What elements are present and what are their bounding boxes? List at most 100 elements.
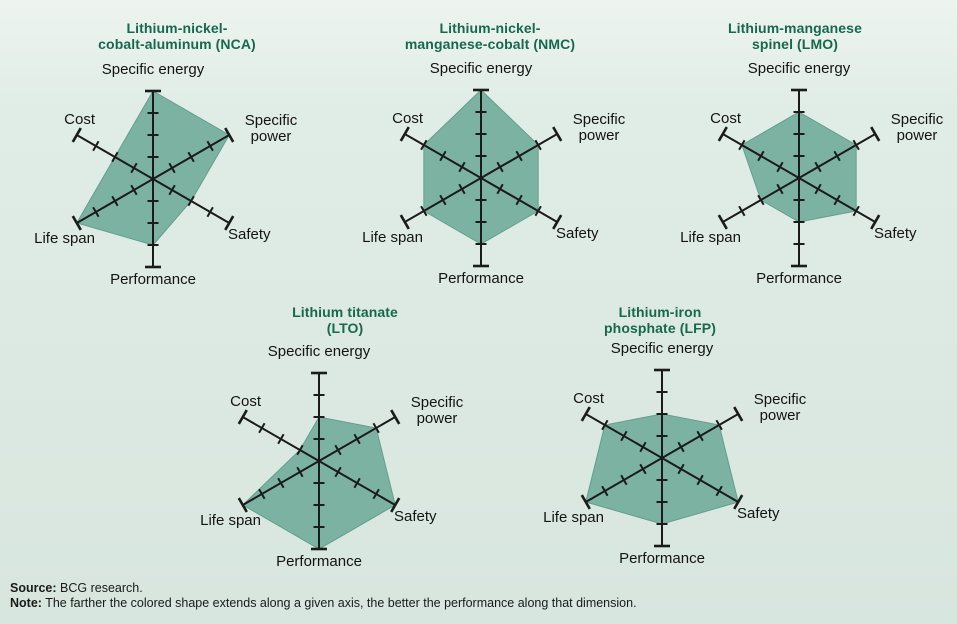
radar-axis-tick bbox=[130, 162, 138, 174]
axis-label-performance: Performance bbox=[619, 550, 705, 567]
radar-axis-endcap bbox=[71, 215, 82, 231]
chart-title-nca: Lithium-nickel- cobalt-aluminum (NCA) bbox=[47, 20, 307, 52]
radar-axis-tick bbox=[757, 194, 765, 206]
axis-label-safety: Safety bbox=[394, 508, 437, 525]
radar-axis-tick bbox=[353, 477, 361, 489]
radar-chart-lto: Specific energy Specific power Safety Pe… bbox=[200, 344, 463, 571]
chart-title-line: spinel (LMO) bbox=[752, 36, 838, 52]
chart-title-line: manganese-cobalt (NMC) bbox=[404, 36, 576, 52]
radar-chart-lfp: Specific energy Specific power Safety Pe… bbox=[543, 341, 806, 568]
axis-label-life-span: Life span bbox=[362, 229, 423, 246]
radar-axis-tick bbox=[814, 183, 822, 195]
chart-title-line: Lithium-manganese bbox=[728, 20, 862, 36]
radar-axis-tick bbox=[372, 488, 380, 500]
radar-axis-tick bbox=[277, 433, 285, 445]
chart-title-lfp: Lithium-iron phosphate (LFP) bbox=[530, 304, 790, 336]
radar-axis-tick bbox=[814, 161, 822, 173]
radar-axis-tick bbox=[334, 444, 342, 456]
radar-axis-endcap bbox=[580, 494, 591, 510]
chart-title-line: cobalt-aluminum (NCA) bbox=[98, 36, 256, 52]
radar-axis-tick bbox=[258, 422, 266, 434]
radar-axis-tick bbox=[852, 139, 860, 151]
chart-title-line: Lithium-nickel- bbox=[126, 20, 228, 36]
source-text: BCG research. bbox=[56, 581, 143, 595]
axis-label-performance: Performance bbox=[110, 271, 196, 288]
radar-axis-tick bbox=[639, 441, 647, 453]
radar-svg bbox=[580, 368, 744, 548]
chart-title-line: (LTO) bbox=[326, 320, 364, 336]
radar-svg bbox=[717, 88, 881, 268]
radar-axis-endcap bbox=[717, 214, 728, 230]
radar-axis-tick bbox=[353, 433, 361, 445]
axis-label-cost: Cost bbox=[64, 111, 95, 128]
radar-axis-endcap bbox=[717, 126, 728, 142]
radar-axis-endcap bbox=[224, 215, 235, 231]
axis-label-safety: Safety bbox=[228, 226, 271, 243]
radar-axis-tick bbox=[496, 161, 504, 173]
chart-title-lto: Lithium titanate (LTO) bbox=[215, 304, 475, 336]
radar-axis-tick bbox=[677, 463, 685, 475]
radar-axis-endcap bbox=[237, 497, 248, 513]
radar-axis-tick bbox=[187, 195, 195, 207]
axis-label-performance: Performance bbox=[276, 553, 362, 570]
axis-label-specific-energy: Specific energy bbox=[429, 60, 533, 77]
radar-axis-tick bbox=[372, 422, 380, 434]
radar-axis-tick bbox=[515, 150, 523, 162]
radar-axis-tick bbox=[296, 444, 304, 456]
radar-axis-endcap bbox=[399, 126, 410, 142]
chart-title-nmc: Lithium-nickel- manganese-cobalt (NMC) bbox=[360, 20, 620, 52]
chart-title-lmo: Lithium-manganese spinel (LMO) bbox=[665, 20, 925, 52]
axis-label-cost: Cost bbox=[230, 393, 261, 410]
radar-axis-tick bbox=[757, 150, 765, 162]
radar-svg bbox=[71, 89, 235, 269]
axis-label-specific-energy: Specific energy bbox=[610, 340, 714, 357]
radar-axis-tick bbox=[534, 139, 542, 151]
radar-axis-endcap bbox=[224, 127, 235, 143]
axis-label-performance: Performance bbox=[756, 270, 842, 287]
radar-axis-tick bbox=[534, 205, 542, 217]
radar-chart-lmo: Specific energy Specific power Safety Pe… bbox=[680, 61, 943, 288]
radar-axis-endcap bbox=[552, 126, 563, 142]
radar-axis-tick bbox=[833, 150, 841, 162]
radar-svg bbox=[399, 88, 563, 268]
axis-label-cost: Cost bbox=[392, 110, 423, 127]
radar-axis-endcap bbox=[390, 409, 401, 425]
radar-axis-tick bbox=[92, 206, 100, 218]
radar-axis-tick bbox=[696, 430, 704, 442]
radar-axis-tick bbox=[776, 183, 784, 195]
radar-axis-tick bbox=[496, 183, 504, 195]
radar-axis-tick bbox=[852, 205, 860, 217]
axis-label-specific-power: Specific power bbox=[410, 394, 464, 427]
axis-label-safety: Safety bbox=[556, 225, 599, 242]
axis-label-safety: Safety bbox=[737, 505, 780, 522]
radar-axis-tick bbox=[206, 140, 214, 152]
radar-axis-tick bbox=[677, 441, 685, 453]
axis-label-life-span: Life span bbox=[200, 512, 261, 529]
radar-axis-tick bbox=[696, 474, 704, 486]
radar-axis-tick bbox=[206, 206, 214, 218]
axis-label-specific-power: Specific power bbox=[890, 111, 944, 144]
radar-axis-tick bbox=[92, 140, 100, 152]
chart-title-line: phosphate (LFP) bbox=[604, 320, 716, 336]
radar-axis-tick bbox=[458, 183, 466, 195]
axis-label-specific-energy: Specific energy bbox=[267, 343, 371, 360]
chart-title-line: Lithium-nickel- bbox=[439, 20, 541, 36]
axis-label-life-span: Life span bbox=[543, 509, 604, 526]
note-line: Note: The farther the colored shape exte… bbox=[10, 596, 637, 611]
radar-axis-tick bbox=[130, 184, 138, 196]
radar-axis-tick bbox=[111, 151, 119, 163]
radar-axis-tick bbox=[168, 184, 176, 196]
source-line: Source: BCG research. bbox=[10, 581, 637, 596]
axis-label-specific-power: Specific power bbox=[753, 391, 807, 424]
radar-axis-endcap bbox=[870, 214, 881, 230]
radar-axis-endcap bbox=[580, 406, 591, 422]
axis-label-life-span: Life span bbox=[680, 229, 741, 246]
radar-axis-tick bbox=[258, 488, 266, 500]
radar-chart-nca: Specific energy Specific power Safety Pe… bbox=[34, 62, 297, 289]
note-text: The farther the colored shape extends al… bbox=[41, 596, 637, 610]
axis-label-cost: Cost bbox=[710, 110, 741, 127]
radar-svg bbox=[237, 371, 401, 551]
radar-axis-tick bbox=[439, 150, 447, 162]
radar-axis-endcap bbox=[390, 497, 401, 513]
radar-axis-tick bbox=[420, 139, 428, 151]
